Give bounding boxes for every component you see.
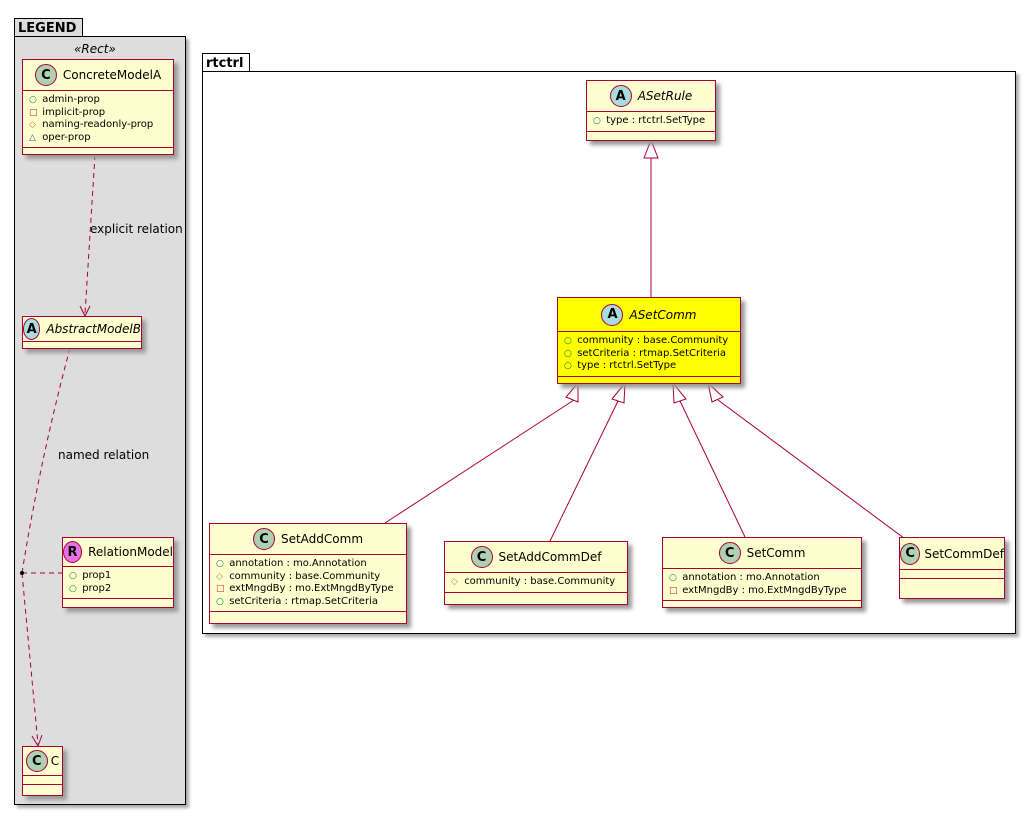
protected-icon: ◇ (29, 120, 36, 130)
legend-package (14, 36, 186, 805)
legend-tab: LEGEND (14, 18, 84, 36)
protected-icon: ◇ (216, 571, 223, 582)
class-c-icon: C (470, 546, 493, 568)
class-name: C (50, 754, 60, 768)
public-icon: ○ (216, 596, 224, 607)
public-icon: ○ (669, 573, 677, 583)
class-asetcomm[interactable]: A ASetComm ○ community : base.Community ○… (557, 297, 741, 384)
inheritance-triangle-icon (643, 138, 659, 159)
class-c-icon: C (25, 750, 48, 772)
class-c-icon: C (252, 528, 275, 550)
class-name: ConcreteModelA (62, 68, 162, 82)
named-relation-line (21, 347, 71, 574)
class-c-icon: C (34, 64, 57, 86)
class-abstractmodelb[interactable]: A AbstractModelB (22, 316, 142, 349)
attribute: prop1 (82, 570, 112, 581)
abstract-a-icon: A (609, 85, 632, 107)
attribute: community : base.Community (577, 335, 729, 346)
public-icon: ○ (69, 583, 77, 594)
class-name: SetAddComm (280, 532, 364, 546)
class-name: SetAddCommDef (498, 550, 602, 564)
attribute: prop2 (82, 582, 112, 594)
attribute: naming-readonly-prop (42, 119, 154, 130)
attribute: annotation : mo.Annotation (229, 558, 367, 569)
attribute: admin-prop (42, 94, 100, 105)
abstract-a-icon: A (601, 303, 624, 326)
class-name: ASetRule (637, 89, 693, 103)
private-icon: □ (29, 107, 38, 118)
explicit-relation-label: explicit relation (90, 222, 183, 236)
public-icon: ○ (564, 336, 572, 346)
private-icon: □ (216, 584, 225, 594)
class-asetrule[interactable]: A ASetRule ○ type : rtctrl.SetType (586, 80, 716, 141)
class-name: ASetComm (629, 307, 697, 322)
relation-r-icon: R (63, 541, 83, 563)
class-setaddcommdef[interactable]: C SetAddCommDef ◇ community : base.Commun… (444, 541, 628, 605)
class-c-icon: C (900, 542, 921, 565)
public-icon: ○ (564, 348, 572, 359)
attribute: type : rtctrl.SetType (606, 115, 706, 126)
attribute: oper-prop (42, 131, 91, 143)
attribute: implicit-prop (42, 106, 106, 118)
public-icon: ○ (216, 559, 224, 569)
attribute: extMngdBy : mo.ExtMngdByType (229, 583, 394, 594)
attribute: type : rtctrl.SetType (577, 360, 677, 371)
package-icon: △ (29, 132, 36, 143)
rtctrl-tab: rtctrl (202, 53, 251, 71)
attribute: setCriteria : rtmap.SetCriteria (577, 347, 726, 359)
attribute: extMngdBy : mo.ExtMngdByType (682, 584, 847, 596)
class-concretemodela[interactable]: C ConcreteModelA ○ admin-prop □ implicit-… (22, 59, 174, 155)
class-relationmodel[interactable]: R RelationModel ○ prop1 ○ prop2 (62, 537, 174, 608)
abstract-a-icon: A (23, 318, 41, 340)
class-name: RelationModel (88, 545, 173, 559)
class-name: AbstractModelB (46, 322, 141, 336)
class-setaddcomm[interactable]: C SetAddComm ○ annotation : mo.Annotation… (209, 523, 407, 624)
class-name: SetCommDef (924, 546, 1004, 561)
public-icon: ○ (593, 116, 601, 126)
private-icon: □ (669, 585, 678, 596)
attribute: setCriteria : rtmap.SetCriteria (229, 595, 378, 607)
public-icon: ○ (69, 571, 77, 581)
class-name: SetComm (746, 546, 806, 560)
public-icon: ○ (564, 361, 572, 371)
protected-icon: ◇ (451, 577, 458, 587)
class-c-icon: C (718, 542, 741, 564)
named-relation-label: named relation (58, 448, 150, 462)
attribute: community : base.Community (229, 570, 381, 582)
public-icon: ○ (29, 95, 37, 105)
legend-stereotype: «Rect» (74, 42, 116, 56)
attribute: community : base.Community (464, 576, 616, 587)
attribute: annotation : mo.Annotation (682, 572, 820, 583)
